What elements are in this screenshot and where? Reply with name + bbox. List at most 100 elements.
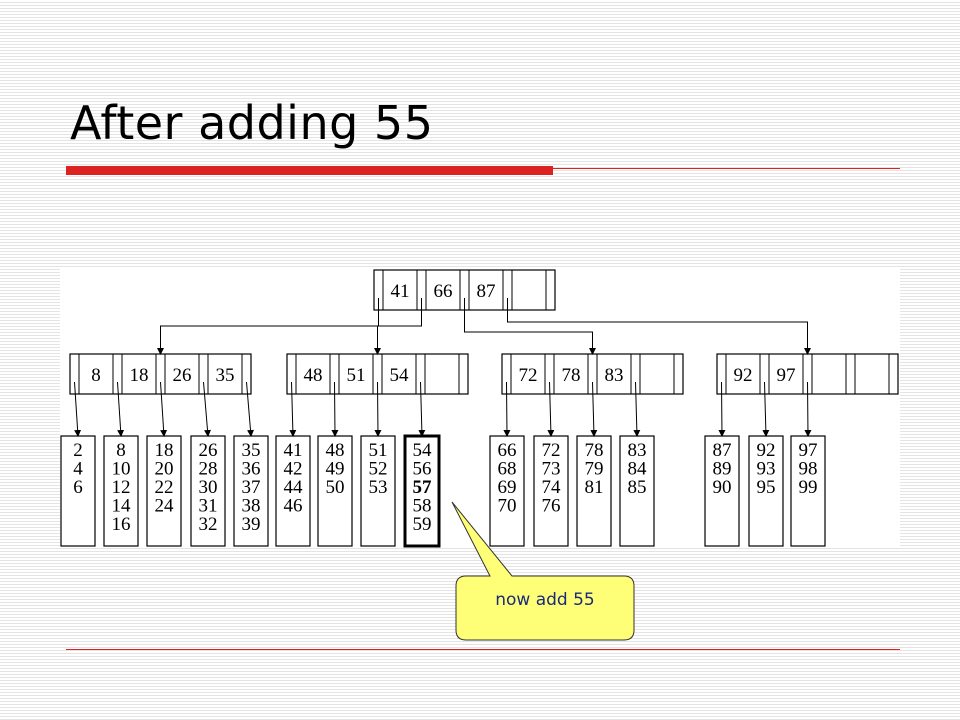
leaf-node-1 [60,435,96,547]
internal-1-pointer-3 [160,381,168,437]
leaf-value: 44 [284,477,304,498]
leaf-value: 28 [199,459,218,480]
internal-3-pointer-1 [503,381,511,437]
internal-4-pointer-3 [804,381,812,437]
leaf-value: 76 [542,496,561,517]
callout-text: now add 55 [495,590,595,610]
leaf-node-2 [103,435,139,547]
leaf-value: 49 [326,459,345,480]
leaf-value: 38 [242,496,261,517]
leaf-value: 66 [498,440,517,461]
leaf-value: 46 [284,496,303,517]
leaf-value: 30 [199,477,218,498]
leaf-node-4 [190,435,226,547]
leaf-value: 4 [73,459,83,480]
leaf-node-7 [317,435,353,547]
leaf-value: 78 [585,440,604,461]
internal-node-3-key: 72 [519,365,538,386]
leaf-value: 48 [326,440,345,461]
internal-4-pointer-1 [718,381,726,437]
leaf-value: 53 [369,477,388,498]
internal-node-2-key: 54 [390,365,410,386]
leaf-value: 35 [242,440,261,461]
leaf-node-5 [233,435,269,547]
root-node-key: 87 [477,281,496,302]
internal-node-1-key: 8 [91,365,101,386]
internal-1-pointer-1 [74,381,82,437]
leaf-value: 93 [757,459,776,480]
leaf-value: 20 [155,459,174,480]
leaf-value: 58 [413,496,432,517]
internal-3-pointer-2 [547,381,555,437]
root-node-key: 41 [391,281,410,302]
leaf-value: 92 [757,440,776,461]
internal-2-pointer-2 [331,381,339,437]
root-pointer-1 [157,298,379,355]
root-pointer-3 [464,298,596,355]
leaf-value: 42 [284,459,303,480]
leaf-value: 84 [628,459,648,480]
leaf-value: 24 [155,496,175,517]
leaf-value: 32 [199,514,218,535]
leaf-value: 41 [284,440,303,461]
leaf-value: 74 [542,477,562,498]
title-underline-rule [553,168,900,169]
title-underline-bar [66,166,553,175]
leaf-value: 54 [413,440,433,461]
internal-node-4-key: 97 [777,365,796,386]
leaf-value: 51 [369,440,388,461]
internal-node-2-key: 51 [347,365,366,386]
leaf-value: 90 [713,477,732,498]
leaf-value: 52 [369,459,388,480]
internal-4-pointer-2 [762,381,770,437]
leaf-value: 98 [799,459,818,480]
leaf-value: 31 [199,496,218,517]
root-pointer-4 [507,298,811,355]
leaf-value: 70 [498,496,517,517]
leaf-value: 73 [542,459,561,480]
leaf-value: 89 [713,459,732,480]
leaf-value: 8 [116,440,126,461]
leaf-value: 69 [498,477,517,498]
leaf-value: 56 [413,459,432,480]
leaf-value: 99 [799,477,818,498]
leaf-value: 12 [112,477,131,498]
leaf-value: 39 [242,514,261,535]
leaf-value: 85 [628,477,647,498]
internal-2-pointer-4 [418,381,426,437]
leaf-value: 95 [757,477,776,498]
leaf-value: 72 [542,440,561,461]
leaf-value: 68 [498,459,517,480]
leaf-node-15 [748,435,784,547]
slide-title: After adding 55 [70,96,434,150]
leaf-value: 10 [112,459,131,480]
leaf-value: 83 [628,440,647,461]
internal-node-4-key: 92 [734,365,753,386]
leaf-node-3 [146,435,182,547]
leaf-value: 97 [799,440,818,461]
leaf-value: 18 [155,440,174,461]
leaf-value: 14 [112,496,132,517]
internal-node-2-key: 48 [304,365,323,386]
internal-node-1-key: 35 [216,365,235,386]
root-pointer-2 [374,298,422,355]
leaf-value: 26 [199,440,218,461]
internal-3-pointer-3 [590,381,598,437]
internal-3-pointer-4 [633,381,641,437]
internal-1-pointer-2 [117,381,125,437]
leaf-value: 36 [242,459,261,480]
internal-node-1-key: 26 [173,365,192,386]
footer-rule [66,649,900,650]
leaf-value: 57 [413,477,433,498]
internal-node-1 [69,353,252,395]
leaf-value: 6 [73,477,83,498]
leaf-value: 37 [242,477,261,498]
internal-2-pointer-1 [289,381,297,437]
leaf-value: 87 [713,440,732,461]
leaf-value: 79 [585,459,604,480]
internal-2-pointer-3 [374,381,382,437]
internal-node-3-key: 83 [605,365,624,386]
leaf-value: 2 [73,440,83,461]
